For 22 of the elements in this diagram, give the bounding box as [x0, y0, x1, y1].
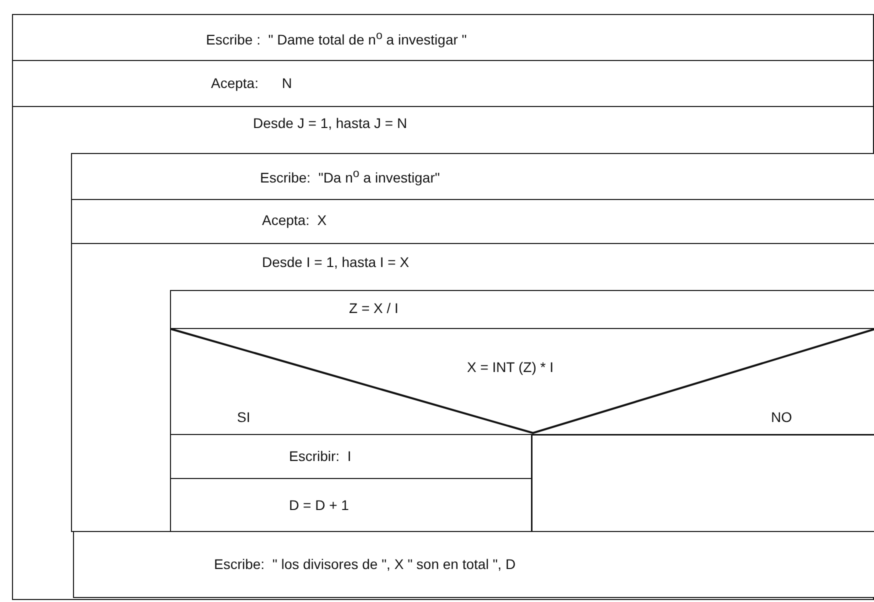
statement-text: D = D + 1 [289, 497, 349, 514]
process-box [73, 531, 874, 598]
process-box [12, 60, 874, 107]
statement-text: Escribe: "Da n$^{o}$ a investigar" [260, 167, 440, 186]
branch-label: SI [237, 409, 250, 426]
loop-block [12, 106, 874, 600]
process-box [71, 199, 874, 244]
loop-header-text: Desde J = 1, hasta J = N [253, 115, 408, 132]
statement-text: Escribir: I [289, 448, 352, 465]
statement-text: Escribe: " los divisores de ", X " son en total ", D [214, 556, 516, 573]
loop-block [71, 243, 874, 532]
statement-text: Z = X / I [349, 300, 398, 317]
branch-label: NO [771, 409, 792, 426]
loop-header-text: Desde I = 1, hasta I = X [262, 254, 410, 271]
condition-text: X = INT (Z) * I [467, 359, 554, 376]
statement-text: Acepta: X [262, 212, 327, 229]
statement-text: Acepta: N [211, 75, 292, 92]
process-box [170, 290, 874, 329]
process-box [71, 153, 874, 200]
process-box [12, 14, 874, 61]
empty-branch-box [531, 434, 874, 533]
statement-text: Escribe : " Dame total de n$^{o}$ a investigar " [206, 29, 467, 48]
